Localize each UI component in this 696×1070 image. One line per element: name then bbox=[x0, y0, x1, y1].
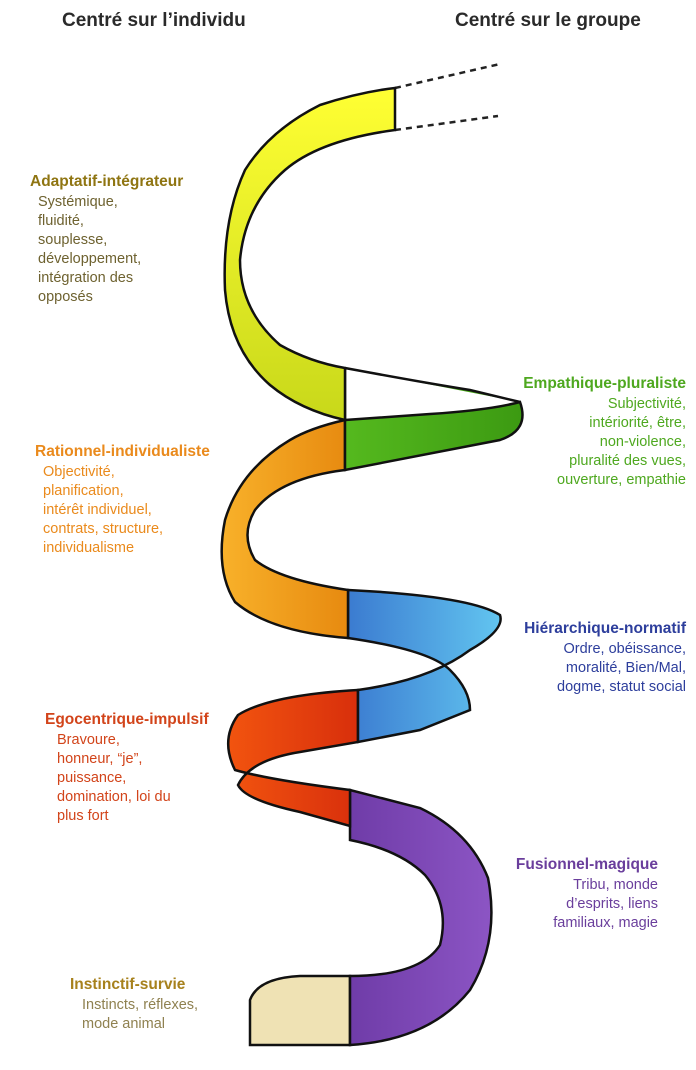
stage-line: mode animal bbox=[82, 1016, 166, 1032]
stage-line: non-violence, bbox=[599, 434, 686, 450]
stage-line: opposés bbox=[38, 289, 93, 305]
spiral-segment-green bbox=[343, 366, 524, 472]
stage-line: intérêt individuel, bbox=[43, 502, 152, 518]
spiral-segment-purple bbox=[348, 788, 493, 1047]
stage-line: moralité, Bien/Mal, bbox=[565, 660, 686, 676]
stage-line: développement, bbox=[38, 251, 142, 267]
stage-line: pluralité des vues, bbox=[569, 453, 686, 469]
stage-line: Systémique, bbox=[38, 194, 118, 210]
stage-line: Subjectivité, bbox=[607, 396, 686, 412]
stage-line: domination, loi du bbox=[57, 789, 171, 805]
stage-title: Hiérarchique-normatif bbox=[524, 620, 686, 637]
stage-adaptatif: Adaptatif-intégrateur Systémique, fluidi… bbox=[30, 173, 183, 307]
stage-title: Adaptatif-intégrateur bbox=[30, 173, 184, 190]
stage-title: Egocentrique-impulsif bbox=[45, 711, 209, 728]
stage-instinctif: Instinctif-survie Instincts, réflexes, m… bbox=[70, 976, 198, 1034]
stage-title: Instinctif-survie bbox=[70, 976, 186, 993]
stage-line: puissance, bbox=[57, 770, 127, 786]
stage-line: Ordre, obéissance, bbox=[563, 641, 686, 657]
stage-empathique: Empathique-pluraliste Subjectivité, inté… bbox=[523, 375, 686, 490]
spiral-segment-beige bbox=[248, 974, 352, 1047]
spiral-segment-orange bbox=[220, 418, 350, 640]
stage-egocentrique: Egocentrique-impulsif Bravoure, honneur,… bbox=[45, 711, 209, 826]
header-individual: Centré sur l’individu bbox=[62, 10, 246, 31]
stage-line: planification, bbox=[43, 483, 124, 499]
spiral-continuation-lower bbox=[394, 114, 499, 132]
stage-line: individualisme bbox=[43, 540, 135, 556]
stage-line: contrats, structure, bbox=[43, 521, 164, 537]
stage-line: Instincts, réflexes, bbox=[82, 997, 199, 1013]
stage-rationnel: Rationnel-individualiste Objectivité, pl… bbox=[35, 443, 210, 558]
stage-fusionnel: Fusionnel-magique Tribu, monde d’esprits… bbox=[516, 856, 658, 933]
stage-line: Tribu, monde bbox=[573, 877, 658, 893]
stage-line: d’esprits, liens bbox=[566, 896, 658, 912]
stage-title: Empathique-pluraliste bbox=[523, 375, 686, 392]
stage-line: souplesse, bbox=[38, 232, 108, 248]
spiral-segment-red bbox=[227, 688, 360, 828]
stage-hierarchique: Hiérarchique-normatif Ordre, obéissance,… bbox=[524, 620, 686, 697]
stage-line: dogme, statut social bbox=[557, 679, 686, 695]
stage-title: Rationnel-individualiste bbox=[35, 443, 210, 460]
header-group: Centré sur le groupe bbox=[455, 10, 641, 31]
stage-line: honneur, “je”, bbox=[57, 751, 143, 767]
spiral-segment-yellow bbox=[223, 86, 397, 422]
stage-line: fluidité, bbox=[38, 213, 84, 229]
stage-line: familiaux, magie bbox=[553, 915, 658, 931]
stage-line: plus fort bbox=[57, 808, 109, 824]
stage-line: Bravoure, bbox=[57, 732, 120, 748]
stage-line: Objectivité, bbox=[43, 464, 115, 480]
spiral-continuation-upper bbox=[394, 62, 501, 90]
stage-line: intégration des bbox=[38, 270, 134, 286]
stage-title: Fusionnel-magique bbox=[515, 856, 658, 873]
stage-line: intériorité, être, bbox=[589, 415, 686, 431]
stage-line: ouverture, empathie bbox=[557, 472, 686, 488]
spiral-segment-blue bbox=[346, 588, 502, 744]
